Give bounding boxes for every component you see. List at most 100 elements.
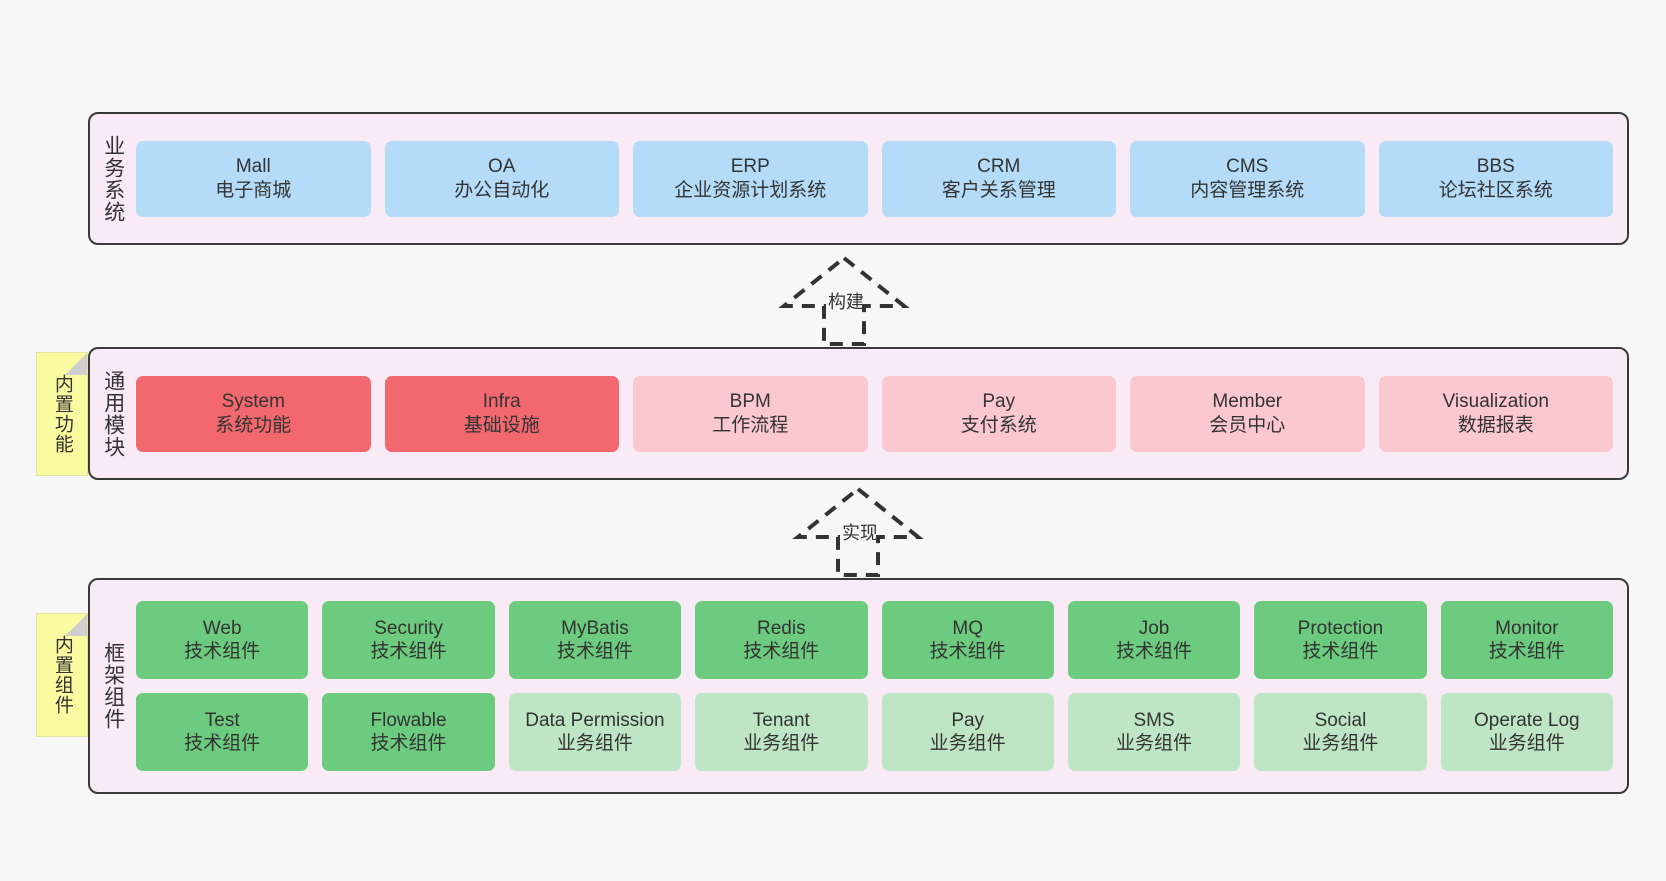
card-title: System xyxy=(221,391,285,413)
card-subtitle: 内容管理系统 xyxy=(1190,179,1305,201)
card-title: SMS xyxy=(1133,709,1175,731)
card-title: Job xyxy=(1138,617,1170,639)
card-row: Mall 电子商城 OA 办公自动化 ERP 企业资源计划系统 CRM 客户关系… xyxy=(136,140,1613,217)
card-title: CMS xyxy=(1226,156,1269,178)
card-monitor[interactable]: Monitor 技术组件 xyxy=(1440,601,1613,679)
card-title: Monitor xyxy=(1495,617,1559,639)
sticky-note-text: 内置组件 xyxy=(51,635,73,715)
card-pay-module[interactable]: Pay 支付系统 xyxy=(881,375,1116,452)
card-visualization[interactable]: Visualization 数据报表 xyxy=(1378,375,1613,452)
card-sms[interactable]: SMS 业务组件 xyxy=(1067,693,1241,771)
card-test[interactable]: Test 技术组件 xyxy=(136,693,309,771)
card-subtitle: 业务组件 xyxy=(556,733,633,754)
card-title: Protection xyxy=(1297,617,1384,639)
connector-build: 构建 xyxy=(756,252,936,348)
card-title: Infra xyxy=(482,391,521,413)
card-subtitle: 技术组件 xyxy=(370,641,447,662)
card-subtitle: 技术组件 xyxy=(556,641,633,662)
card-crm[interactable]: CRM 客户关系管理 xyxy=(881,140,1116,217)
layer-body-framework-component: Web 技术组件 Security 技术组件 MyBatis 技术组件 Redi… xyxy=(136,580,1627,792)
layer-body-business-system: Mall 电子商城 OA 办公自动化 ERP 企业资源计划系统 CRM 客户关系… xyxy=(136,114,1627,243)
card-subtitle: 业务组件 xyxy=(1116,733,1193,754)
card-mall[interactable]: Mall 电子商城 xyxy=(136,140,371,217)
card-operate-log[interactable]: Operate Log 业务组件 xyxy=(1440,693,1613,771)
card-subtitle: 业务组件 xyxy=(743,733,820,754)
card-tenant[interactable]: Tenant 业务组件 xyxy=(695,693,868,771)
card-mybatis[interactable]: MyBatis 技术组件 xyxy=(508,601,682,679)
card-title: Pay xyxy=(951,709,985,731)
card-title: OA xyxy=(488,156,516,178)
card-oa[interactable]: OA 办公自动化 xyxy=(384,140,619,217)
card-data-permission[interactable]: Data Permission 业务组件 xyxy=(508,693,682,771)
card-title: Security xyxy=(374,617,443,639)
card-web[interactable]: Web 技术组件 xyxy=(136,601,309,679)
card-member[interactable]: Member 会员中心 xyxy=(1130,375,1365,452)
layer-body-common-module: System 系统功能 Infra 基础设施 BPM 工作流程 Pay 支付系统… xyxy=(136,349,1627,478)
card-subtitle: 企业资源计划系统 xyxy=(674,179,827,201)
card-subtitle: 技术组件 xyxy=(370,733,447,754)
card-row: System 系统功能 Infra 基础设施 BPM 工作流程 Pay 支付系统… xyxy=(136,375,1613,452)
card-subtitle: 技术组件 xyxy=(1302,641,1379,662)
card-subtitle: 系统功能 xyxy=(215,414,292,436)
card-subtitle: 工作流程 xyxy=(712,414,789,436)
card-title: Test xyxy=(204,709,240,731)
card-subtitle: 电子商城 xyxy=(215,179,292,201)
card-title: Mall xyxy=(235,156,271,178)
connector-label-implement: 实现 xyxy=(842,523,878,543)
card-pay-component[interactable]: Pay 业务组件 xyxy=(881,693,1054,771)
layer-label-business-system: 业务系统 xyxy=(101,134,125,223)
card-subtitle: 业务组件 xyxy=(1302,733,1379,754)
card-title: Data Permission xyxy=(525,709,665,731)
card-bpm[interactable]: BPM 工作流程 xyxy=(633,375,868,452)
card-subtitle: 支付系统 xyxy=(960,414,1037,436)
card-subtitle: 技术组件 xyxy=(929,641,1006,662)
sticky-note-builtin-features: 内置功能 xyxy=(36,352,88,476)
card-infra[interactable]: Infra 基础设施 xyxy=(384,375,619,452)
dashed-generalization-arrow-icon xyxy=(792,486,924,577)
card-title: ERP xyxy=(730,156,770,178)
card-flowable[interactable]: Flowable 技术组件 xyxy=(322,693,495,771)
card-title: Social xyxy=(1314,709,1367,731)
card-security[interactable]: Security 技术组件 xyxy=(322,601,495,679)
card-title: Operate Log xyxy=(1473,709,1580,731)
card-subtitle: 业务组件 xyxy=(1488,733,1565,754)
card-social[interactable]: Social 业务组件 xyxy=(1254,693,1427,771)
card-system[interactable]: System 系统功能 xyxy=(136,375,371,452)
card-title: Visualization xyxy=(1442,391,1549,413)
dashed-generalization-arrow-icon xyxy=(778,255,910,346)
card-subtitle: 技术组件 xyxy=(743,641,820,662)
layer-business-system: 业务系统 Mall 电子商城 OA 办公自动化 ERP 企业资源计划系统 CRM… xyxy=(88,112,1629,245)
layer-label-common-module: 通用模块 xyxy=(101,369,125,458)
connector-label-build: 构建 xyxy=(828,292,864,312)
card-title: Tenant xyxy=(752,709,810,731)
card-title: Web xyxy=(202,617,242,639)
card-subtitle: 数据报表 xyxy=(1457,414,1534,436)
card-redis[interactable]: Redis 技术组件 xyxy=(695,601,868,679)
card-protection[interactable]: Protection 技术组件 xyxy=(1254,601,1427,679)
card-subtitle: 办公自动化 xyxy=(454,179,550,201)
card-erp[interactable]: ERP 企业资源计划系统 xyxy=(633,140,868,217)
card-job[interactable]: Job 技术组件 xyxy=(1067,601,1241,679)
card-subtitle: 基础设施 xyxy=(463,414,540,436)
card-subtitle: 业务组件 xyxy=(929,733,1006,754)
card-title: Flowable xyxy=(370,709,447,731)
card-title: Redis xyxy=(757,617,806,639)
card-bbs[interactable]: BBS 论坛社区系统 xyxy=(1378,140,1613,217)
card-subtitle: 技术组件 xyxy=(1116,641,1193,662)
layer-common-module: 通用模块 System 系统功能 Infra 基础设施 BPM 工作流程 Pay… xyxy=(88,347,1629,480)
card-mq[interactable]: MQ 技术组件 xyxy=(881,601,1054,679)
card-row-tech: Web 技术组件 Security 技术组件 MyBatis 技术组件 Redi… xyxy=(136,601,1613,679)
card-title: MyBatis xyxy=(561,617,629,639)
card-subtitle: 技术组件 xyxy=(184,641,261,662)
sticky-note-text: 内置功能 xyxy=(51,374,73,454)
card-title: MQ xyxy=(952,617,983,639)
card-row-business: Test 技术组件 Flowable 技术组件 Data Permission … xyxy=(136,693,1613,771)
connector-implement: 实现 xyxy=(770,483,950,579)
sticky-note-builtin-components: 内置组件 xyxy=(36,613,88,737)
card-cms[interactable]: CMS 内容管理系统 xyxy=(1130,140,1365,217)
card-title: BPM xyxy=(729,391,771,413)
card-title: CRM xyxy=(977,156,1021,178)
card-subtitle: 论坛社区系统 xyxy=(1438,179,1553,201)
card-title: BBS xyxy=(1476,156,1515,178)
